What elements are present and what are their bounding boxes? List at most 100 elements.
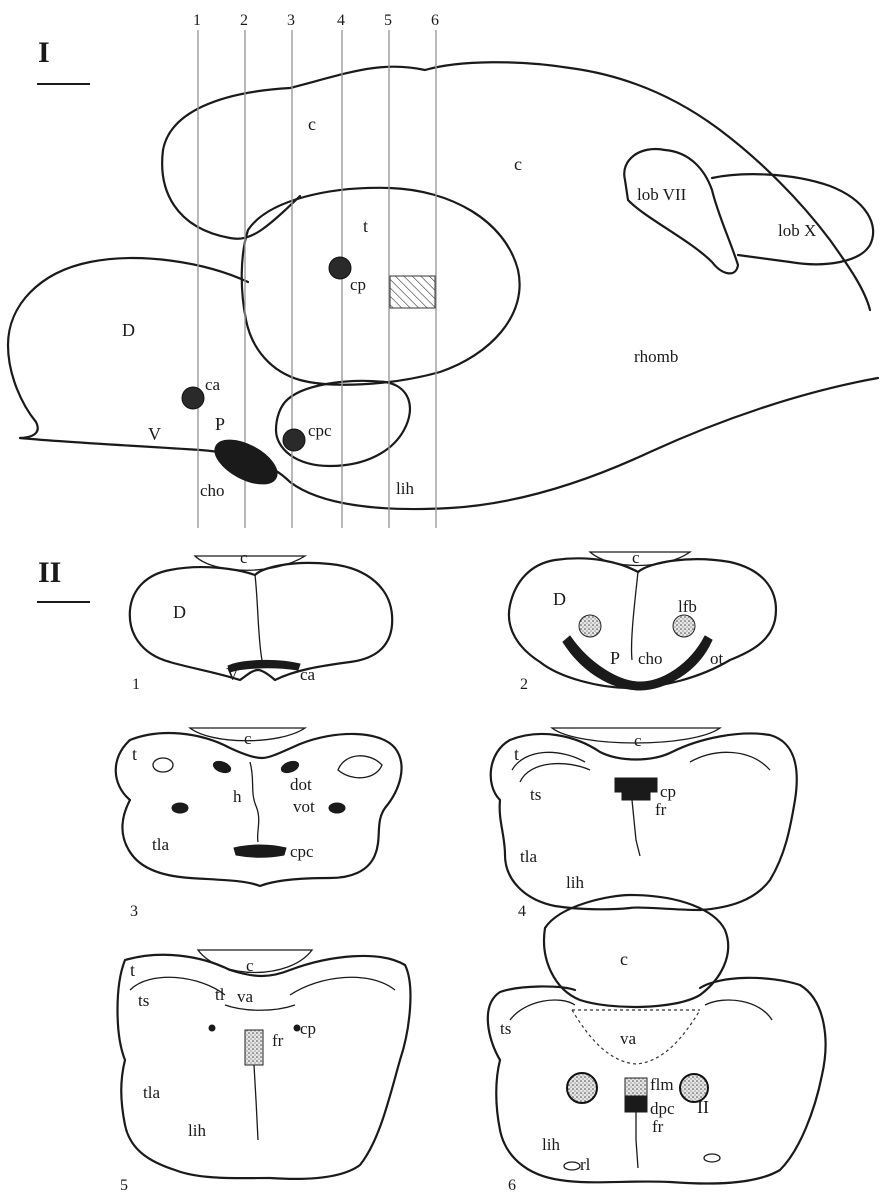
s6-nucleus-left — [567, 1073, 597, 1103]
section-number-6: 6 — [431, 12, 439, 29]
s1-label-D: D — [173, 602, 186, 622]
s3-label-tla: tla — [152, 835, 169, 854]
s3-label-vot: vot — [293, 797, 315, 816]
label-D: D — [122, 320, 135, 340]
s4-cp — [615, 778, 657, 792]
panel-II: II 1 c D ca V 2 c D lfb P cho — [37, 548, 826, 1194]
s2-lfb-right — [673, 615, 695, 637]
s4-label-c: c — [634, 731, 642, 750]
s5-label-c: c — [246, 956, 254, 975]
s6-rl-right — [704, 1154, 720, 1162]
section-2: 2 c D lfb P cho ot — [509, 548, 776, 693]
s6-label-rl: rl — [580, 1155, 591, 1174]
label-V: V — [148, 424, 161, 444]
s1-label-c: c — [240, 548, 248, 567]
label-lob-x: lob X — [778, 221, 816, 240]
s2-label-lfb: lfb — [678, 597, 697, 616]
s4-outline — [491, 734, 797, 910]
s5-label-tl: tl — [215, 985, 225, 1004]
tectum-outline — [242, 188, 520, 385]
panel-II-label: II — [38, 556, 61, 589]
s3-ventricle-right — [338, 756, 382, 778]
cp-nucleus — [329, 257, 351, 279]
label-cho: cho — [200, 481, 225, 500]
s4-label-ts: ts — [530, 785, 541, 804]
label-lob-vii: lob VII — [637, 185, 687, 204]
s5-ventricles — [130, 977, 395, 995]
section-number-4: 4 — [337, 12, 345, 29]
s5-label-fr: fr — [272, 1031, 284, 1050]
s3-ventricle-left — [153, 758, 173, 772]
s3-label-h: h — [233, 787, 242, 806]
s6-label-fr: fr — [652, 1117, 664, 1136]
s2-lfb-left — [579, 615, 601, 637]
s5-number: 5 — [120, 1177, 128, 1194]
s3-label-dot: dot — [290, 775, 312, 794]
s6-number: 6 — [508, 1177, 516, 1194]
s4-label-fr: fr — [655, 800, 667, 819]
s4-number: 4 — [518, 903, 526, 920]
s3-number: 3 — [130, 903, 138, 920]
s6-flm — [625, 1078, 647, 1096]
label-c-1: c — [308, 114, 316, 134]
s4-label-tla: tla — [520, 847, 537, 866]
section-number-3: 3 — [287, 12, 295, 29]
cortex-lower-outline — [162, 150, 300, 239]
s2-label-D: D — [553, 589, 566, 609]
s3-label-c: c — [244, 729, 252, 748]
label-c-2: c — [514, 154, 522, 174]
s2-number: 2 — [520, 676, 528, 693]
s6-dpc — [625, 1096, 647, 1112]
s6-midline — [636, 1112, 638, 1168]
cortex-outline — [163, 62, 870, 310]
s6-cerebellum — [544, 895, 728, 1007]
s5-label-tla: tla — [143, 1083, 160, 1102]
label-t: t — [363, 216, 368, 236]
label-ca: ca — [205, 375, 221, 394]
s3-dot-right — [280, 759, 300, 775]
s5-label-va: va — [237, 987, 254, 1006]
s2-label-ot: ot — [710, 649, 724, 668]
s4-label-lih: lih — [566, 873, 584, 892]
s3-vot-right — [329, 803, 345, 813]
s6-label-va: va — [620, 1029, 637, 1048]
label-rhomb: rhomb — [634, 347, 678, 366]
s5-label-t: t — [130, 960, 135, 980]
s1-number: 1 — [132, 676, 140, 693]
s4-torus-left — [520, 764, 590, 782]
s3-dot-left — [212, 759, 232, 775]
ca-commissure — [182, 387, 204, 409]
section-3: 3 c t dot h vot tla cpc — [116, 728, 402, 920]
telencephalon-outline — [8, 258, 248, 438]
section-number-5: 5 — [384, 12, 392, 29]
s2-outline — [509, 558, 776, 688]
section-number-2: 2 — [240, 12, 248, 29]
s3-cpc — [234, 845, 286, 857]
s3-label-t: t — [132, 744, 137, 764]
label-cpc: cpc — [308, 421, 332, 440]
s3-label-cpc: cpc — [290, 842, 314, 861]
s5-label-cp: cp — [300, 1019, 316, 1038]
s4-label-t: t — [514, 744, 519, 764]
s6-label-ts: ts — [500, 1019, 511, 1038]
section-numbers: 1 2 3 4 5 6 — [193, 12, 439, 29]
s2-label-P: P — [610, 648, 620, 668]
s5-mlf — [245, 1030, 263, 1065]
section-4: 4 c t ts cp fr tla lih — [491, 728, 797, 920]
s6-label-II: II — [697, 1097, 709, 1117]
s6-label-lih: lih — [542, 1135, 560, 1154]
s6-rl-left — [564, 1162, 580, 1170]
lob-vii-outline — [624, 149, 738, 273]
s3-vot-left — [172, 803, 188, 813]
section-6: 6 c ts va flm dpc II lih rl fr — [488, 895, 826, 1194]
s2-cerebellum — [590, 552, 690, 566]
s6-label-dpc: dpc — [650, 1099, 675, 1118]
label-cp: cp — [350, 275, 366, 294]
s5-label-lih: lih — [188, 1121, 206, 1140]
label-P: P — [215, 414, 225, 434]
cpc-nucleus — [283, 429, 305, 451]
s5-label-ts: ts — [138, 991, 149, 1010]
s1-label-V: V — [226, 664, 239, 684]
hatched-region — [390, 276, 435, 308]
